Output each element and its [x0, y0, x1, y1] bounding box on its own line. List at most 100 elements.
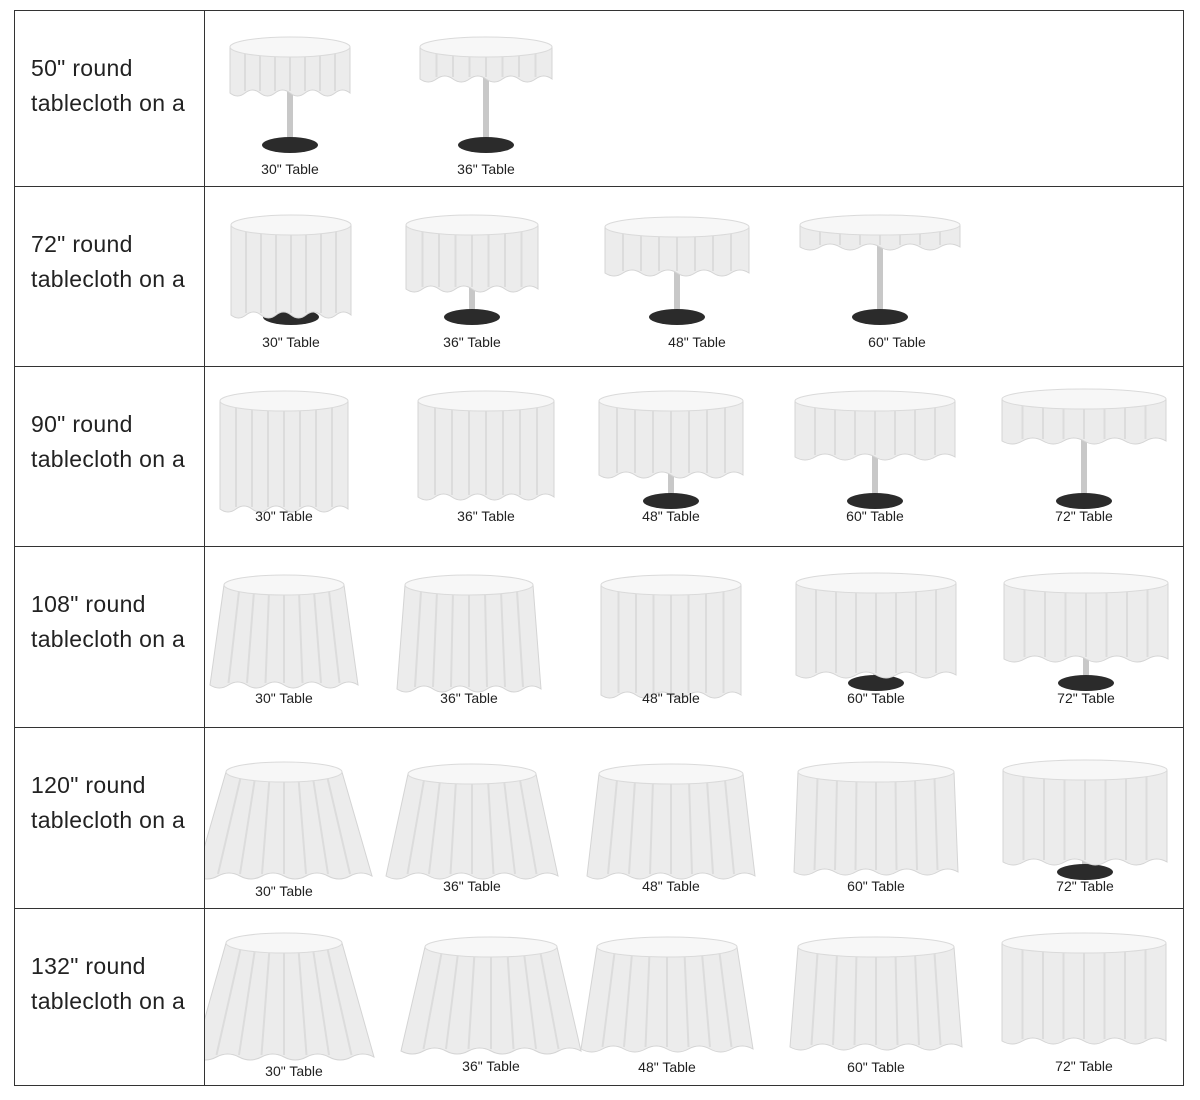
chart-row: 72" round tablecloth on a 30" Table 36" … — [15, 187, 1183, 367]
table-illustrations-svg — [209, 572, 1169, 699]
tablecloth-fold — [933, 777, 939, 871]
tablecloth-table-drawing — [229, 36, 351, 153]
table-pole — [877, 243, 883, 313]
tablecloth-fold — [217, 777, 242, 875]
tablecloth-fold — [854, 777, 858, 871]
tablecloth-top — [1001, 388, 1167, 410]
table-caption: 30" Table — [255, 883, 313, 899]
table-base — [847, 493, 903, 509]
tablecloth-fold — [832, 952, 838, 1046]
table-base — [458, 137, 514, 153]
tablecloth-fold — [467, 952, 476, 1050]
tablecloth-fold — [834, 777, 838, 871]
tablecloth-size-chart: 50" round tablecloth on a 30" Table 36" … — [14, 10, 1184, 1086]
tablecloth-table-drawing — [400, 936, 582, 1055]
tablecloth-fold — [239, 777, 256, 875]
tablecloth-fold — [894, 777, 898, 871]
tablecloth-table-drawing — [1001, 932, 1167, 1045]
row-illustrations: 30" Table 36" Table 48" Table 60" Table … — [205, 547, 1183, 727]
table-pole — [483, 75, 489, 141]
tablecloth-top — [795, 572, 957, 594]
table-caption: 72" Table — [1055, 508, 1113, 524]
tablecloth-fold — [297, 777, 307, 875]
tablecloth-top — [219, 390, 349, 412]
tablecloth-fold — [810, 952, 819, 1046]
tablecloth-fold — [914, 952, 920, 1046]
tablecloth-fold — [260, 948, 271, 1056]
tablecloth-table-drawing — [580, 936, 754, 1053]
table-caption: 48" Table — [642, 508, 700, 524]
row-label-cell: 50" round tablecloth on a — [15, 11, 205, 186]
tablecloth-fold — [853, 952, 858, 1046]
tablecloth-table-drawing — [417, 390, 555, 501]
tablecloth-fold — [264, 590, 270, 684]
table-pole — [1082, 858, 1088, 868]
tablecloth-top — [598, 390, 744, 412]
tablecloth-top — [797, 936, 955, 958]
tablecloth-fold — [718, 952, 733, 1048]
tablecloth-table-drawing — [604, 216, 750, 325]
tablecloth-table-drawing — [1002, 759, 1168, 880]
tablecloth-fold — [422, 952, 443, 1050]
tablecloth-fold — [623, 952, 633, 1048]
table-illustrations-svg — [229, 36, 553, 153]
tablecloth-table-drawing — [405, 214, 539, 325]
row-label-cell: 90" round tablecloth on a — [15, 367, 205, 546]
tablecloth-table-drawing — [600, 574, 742, 699]
tablecloth-fold — [649, 779, 654, 875]
tablecloth-top — [794, 390, 956, 412]
row-title: 90" round tablecloth on a — [31, 411, 186, 472]
row-illustrations: 30" Table 36" Table 48" Table 60" Table … — [205, 367, 1183, 546]
tablecloth-fold — [516, 590, 524, 688]
tablecloth-fold — [215, 948, 242, 1056]
tablecloth-table-drawing — [1003, 572, 1169, 691]
table-caption: 36" Table — [440, 690, 498, 706]
tablecloth-fold — [246, 590, 255, 684]
tablecloth-table-drawing — [385, 763, 559, 880]
table-caption: 72" Table — [1056, 878, 1114, 894]
table-illustrations-svg — [219, 388, 1167, 513]
tablecloth-fold — [813, 777, 819, 871]
tablecloth-fold — [484, 590, 488, 688]
tablecloth-top — [223, 574, 345, 596]
table-caption: 30" Table — [262, 334, 320, 350]
table-caption: 48" Table — [642, 878, 700, 894]
tablecloth-table-drawing — [219, 390, 349, 513]
table-pole — [1081, 437, 1087, 497]
tablecloth-fold — [914, 777, 918, 871]
tablecloth-table-drawing — [789, 936, 963, 1051]
table-caption: 30" Table — [255, 690, 313, 706]
tablecloth-fold — [298, 590, 304, 684]
tablecloth-fold — [683, 952, 690, 1048]
tablecloth-top — [424, 936, 558, 958]
chart-row: 108" round tablecloth on a 30" Table 36"… — [15, 547, 1183, 728]
table-caption: 36" Table — [443, 334, 501, 350]
tablecloth-fold — [701, 952, 711, 1048]
table-caption: 30" Table — [255, 508, 313, 524]
row-label-cell: 108" round tablecloth on a — [15, 547, 205, 727]
row-illustrations: 30" Table 36" Table 48" Table 60" Table … — [193, 909, 1183, 1085]
table-base — [649, 309, 705, 325]
table-base — [1058, 675, 1114, 691]
table-pole — [1083, 655, 1089, 679]
tablecloth-fold — [601, 952, 616, 1048]
tablecloth-fold — [432, 590, 438, 688]
tablecloth-fold — [487, 779, 495, 875]
tablecloth-fold — [500, 590, 506, 688]
tablecloth-fold — [313, 590, 322, 684]
tablecloth-fold — [261, 777, 271, 875]
tablecloth-table-drawing — [793, 761, 959, 876]
table-base — [848, 675, 904, 691]
tablecloth-top — [404, 574, 534, 596]
chart-row: 120" round tablecloth on a 30" Table 36"… — [15, 728, 1183, 909]
tablecloth-fold — [227, 590, 240, 684]
table-caption: 72" Table — [1057, 690, 1115, 706]
table-caption: 60" Table — [847, 1059, 905, 1075]
table-illustrations-svg — [230, 214, 961, 325]
table-caption: 60" Table — [868, 334, 926, 350]
tablecloth-top — [1001, 932, 1167, 954]
table-illustrations-svg — [195, 759, 1168, 880]
table-illustrations-svg — [193, 932, 1167, 1061]
table-base — [262, 137, 318, 153]
table-caption: 48" Table — [638, 1059, 696, 1075]
